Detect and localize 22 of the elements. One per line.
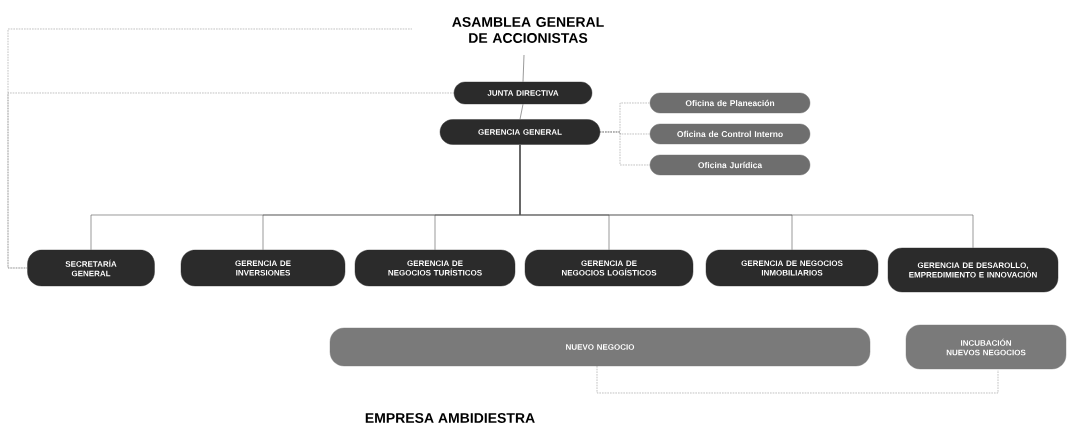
unit-box: GERENCIA DE NEGOCIOS TURÍSTICOS (354, 249, 516, 287)
business-box: INCUBACIÓN NUEVOS NEGOCIOS (905, 324, 1067, 370)
office-box: Oficina Jurídica (649, 154, 811, 176)
connector-line (7, 28, 413, 269)
unit-box: JUNTA DIRECTIVA (453, 81, 593, 105)
unit-box: SECRETARÍA GENERAL (27, 249, 155, 287)
section-heading: EMPRESA AMBIDIESTRA (365, 413, 535, 423)
heading-text: ASAMBLEA GENERAL DE ACCIONISTAS (452, 17, 604, 43)
business-box: NUEVO NEGOCIO (329, 327, 871, 367)
unit-box: GERENCIA DE NEGOCIOS LOGÍSTICOS (524, 249, 694, 287)
office-box: Oficina de Planeación (649, 92, 811, 114)
office-box: Oficina de Control Interno (649, 123, 811, 145)
org-line (519, 103, 524, 120)
connector-line (599, 131, 651, 166)
unit-box: GERENCIA DE NEGOCIOS INMOBILIARIOS (705, 249, 879, 287)
unit-box: GERENCIA DE DESAROLLO, EMPREDIMIENTO E INNOVACIÓN (887, 247, 1059, 293)
unit-box: GERENCIA DE INVERSIONES (180, 249, 346, 287)
org-line (522, 54, 525, 83)
connector-line (7, 92, 455, 269)
org-line (519, 144, 974, 249)
connector-line (596, 365, 999, 394)
unit-box: GERENCIA GENERAL (439, 119, 601, 145)
